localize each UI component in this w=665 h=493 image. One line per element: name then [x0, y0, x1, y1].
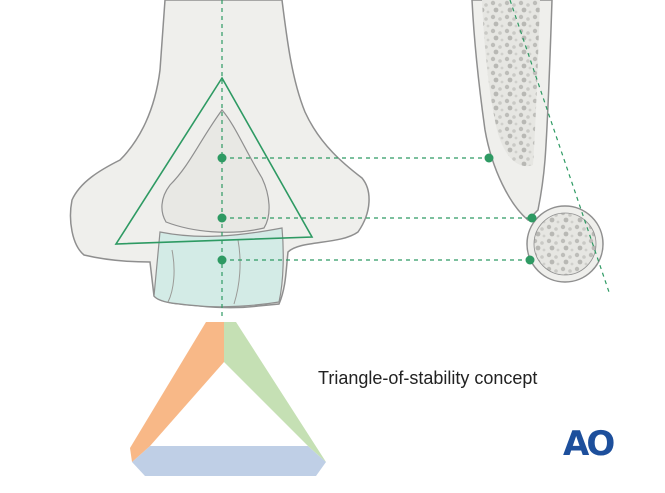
- stability-triangle-columns: [130, 322, 326, 476]
- olecranon-fossa: [161, 109, 270, 233]
- stability-triangle-outline: [114, 76, 314, 245]
- trochlea-capitulum: [153, 227, 284, 308]
- condyle-groove: [167, 239, 241, 305]
- point-side-upper: [484, 153, 494, 163]
- medial-column: [224, 322, 326, 462]
- point-front-lower: [217, 255, 227, 265]
- distal-humerus-side-view: [471, 0, 604, 283]
- side-axis-line: [509, 0, 611, 296]
- guide-lines: [114, 0, 611, 318]
- distal-column: [132, 446, 326, 476]
- distal-humerus-front-view: [69, 0, 370, 309]
- capitulum-cancellous: [533, 212, 597, 276]
- point-side-lower: [525, 255, 535, 265]
- lateral-column: [130, 322, 224, 462]
- diagram-caption: Triangle-of-stability concept: [318, 368, 538, 388]
- point-front-middle: [217, 213, 227, 223]
- point-front-upper: [217, 153, 227, 163]
- guide-points: [217, 153, 537, 265]
- point-side-middle: [527, 213, 537, 223]
- ao-logo: AO: [563, 424, 615, 464]
- medullary-cancellous-bone: [482, 0, 540, 167]
